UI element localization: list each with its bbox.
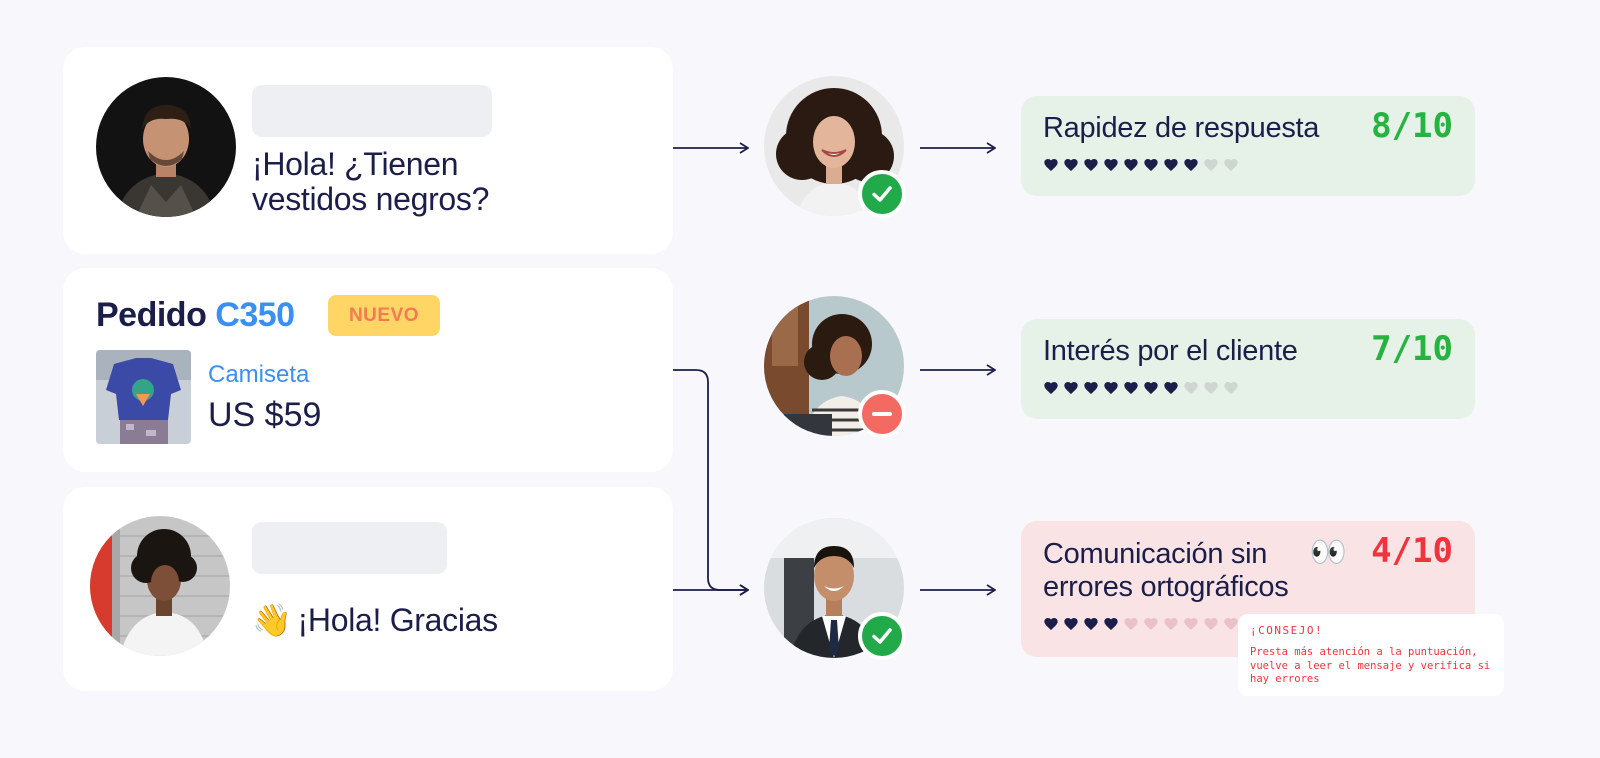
hearts-rating [1043, 157, 1239, 173]
heart-filled-icon [1104, 618, 1118, 630]
message-placeholder-bar [252, 85, 492, 137]
heart-filled-icon [1164, 382, 1178, 394]
hearts-rating [1043, 380, 1239, 396]
order-title-word: Pedido [96, 296, 207, 334]
heart-empty-icon [1124, 618, 1138, 630]
hearts-rating [1043, 616, 1239, 632]
agent-avatar-1[interactable] [764, 76, 906, 218]
score-value: 7/10 [1371, 329, 1453, 369]
heart-filled-icon [1064, 159, 1078, 171]
score-label: Comunicación sin errores ortográficos [1043, 538, 1289, 603]
heart-empty-icon [1224, 159, 1238, 171]
heart-filled-icon [1184, 159, 1198, 171]
conversation-card-2[interactable]: 👋 ¡Hola! Gracias [63, 487, 673, 691]
heart-filled-icon [1124, 382, 1138, 394]
score-label: Interés por el cliente [1043, 335, 1298, 367]
eyes-emoji: 👀 [1310, 536, 1347, 570]
order-card[interactable]: Pedido C350 NUEVO Camiseta US $59 [63, 268, 673, 472]
heart-filled-icon [1144, 382, 1158, 394]
heart-filled-icon [1044, 618, 1058, 630]
heart-empty-icon [1144, 618, 1158, 630]
wave-emoji: 👋 [252, 602, 292, 638]
order-title: Pedido C350 [96, 296, 295, 335]
heart-filled-icon [1064, 618, 1078, 630]
heart-filled-icon [1084, 382, 1098, 394]
heart-empty-icon [1224, 382, 1238, 394]
score-panel-2[interactable]: Interés por el cliente 7/10 [1021, 319, 1475, 419]
heart-filled-icon [1064, 382, 1078, 394]
heart-empty-icon [1184, 618, 1198, 630]
heart-empty-icon [1204, 618, 1218, 630]
agent-avatar-3[interactable] [764, 518, 906, 660]
product-price: US $59 [208, 396, 322, 434]
heart-filled-icon [1144, 159, 1158, 171]
heart-filled-icon [1164, 159, 1178, 171]
agent-avatar-2[interactable] [764, 296, 906, 438]
customer-message-2: 👋 ¡Hola! Gracias [252, 603, 498, 638]
heart-filled-icon [1044, 382, 1058, 394]
score-value: 4/10 [1371, 531, 1453, 571]
tip-text: Presta más atención a la puntuación, vue… [1250, 646, 1491, 685]
customer-avatar-2 [90, 516, 230, 656]
heart-empty-icon [1204, 382, 1218, 394]
heart-filled-icon [1104, 382, 1118, 394]
message-placeholder-bar [252, 522, 447, 574]
product-thumbnail[interactable] [96, 350, 191, 444]
heart-filled-icon [1084, 618, 1098, 630]
approved-check-icon [858, 612, 906, 660]
heart-empty-icon [1204, 159, 1218, 171]
blocked-minus-icon [858, 390, 906, 438]
heart-filled-icon [1044, 159, 1058, 171]
heart-empty-icon [1164, 618, 1178, 630]
customer-message-text: ¡Hola! Gracias [297, 602, 499, 638]
arrow-order-agent3 [673, 369, 748, 590]
product-name: Camiseta [208, 361, 310, 388]
tip-title: ¡CONSEJO! [1250, 624, 1324, 637]
score-panel-1[interactable]: Rapidez de respuesta 8/10 [1021, 96, 1475, 196]
score-value: 8/10 [1371, 106, 1453, 146]
heart-filled-icon [1104, 159, 1118, 171]
heart-empty-icon [1224, 618, 1238, 630]
order-code: C350 [215, 296, 295, 334]
customer-avatar-1 [96, 77, 236, 217]
heart-filled-icon [1124, 159, 1138, 171]
score-label: Rapidez de respuesta [1043, 112, 1320, 144]
conversation-card-1[interactable]: ¡Hola! ¿Tienen vestidos negros? [63, 47, 673, 254]
heart-empty-icon [1184, 382, 1198, 394]
eyes-emoji-glyph: 👀 [1309, 536, 1347, 569]
customer-message: ¡Hola! ¿Tienen vestidos negros? [252, 146, 490, 217]
approved-check-icon [858, 170, 906, 218]
tip-box: ¡CONSEJO! Presta más atención a la puntu… [1238, 614, 1504, 696]
heart-filled-icon [1084, 159, 1098, 171]
new-badge: NUEVO [328, 295, 440, 336]
